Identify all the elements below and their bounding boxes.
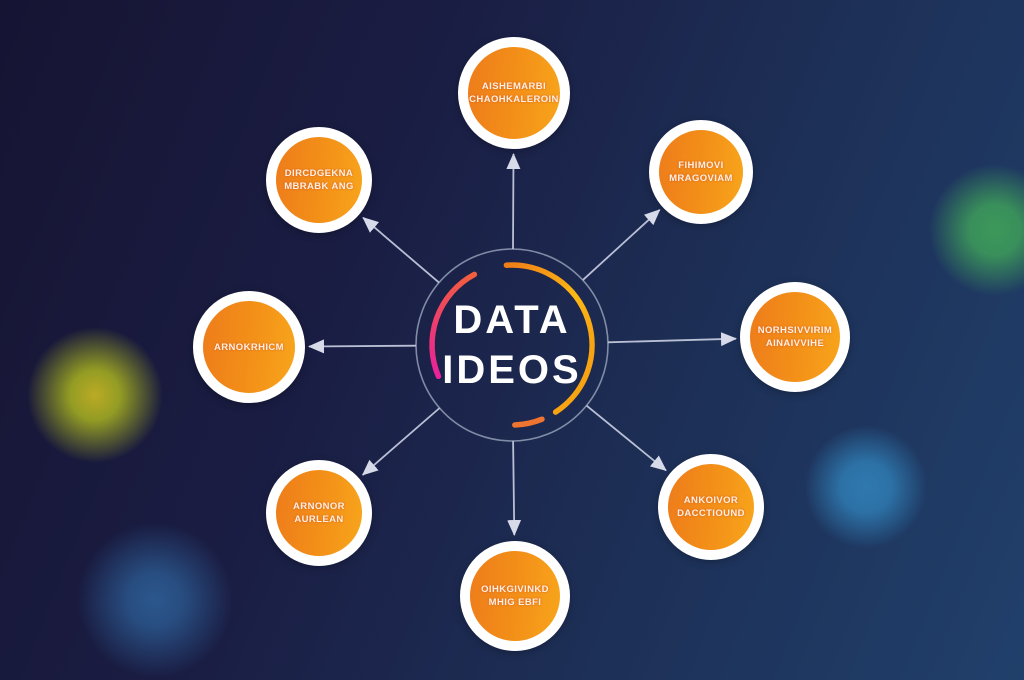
glow-dot-yellow: [15, 315, 175, 475]
glow-dot-navy: [60, 505, 250, 680]
node-bottom-left: ARNONOR AURLEAN: [266, 460, 372, 566]
arrow-to-left: [308, 339, 417, 354]
node-label: FIHIMOVI: [678, 160, 724, 171]
node-label: ARNOKRHICM: [214, 341, 284, 353]
node-top: AISHEMARBI CHAOHKALEROIN: [458, 37, 570, 149]
node-right: NORHSIVVIRIM AINAIVVIHE: [740, 282, 850, 392]
node-bottom-right: ANKOIVOR DACCTIOUND: [658, 454, 764, 560]
node-label: DIRCDGEKNA: [284, 168, 354, 179]
arrow-to-bottom: [507, 440, 522, 536]
node-label: AURLEAN: [294, 514, 344, 525]
node-left: ARNOKRHICM: [193, 291, 305, 403]
arrow-to-bottom-right: [585, 404, 667, 472]
node-label: AINAIVVIHE: [765, 338, 825, 349]
hub-ring-arc-right: [503, 262, 595, 415]
hub-ring-arc-left: [429, 271, 478, 380]
node-label: NORHSIVVIRIM: [757, 325, 833, 336]
center-hub: DATA IDEOS: [417, 250, 607, 440]
node-top-right: FIHIMOVI MRAGOVIAM: [649, 120, 753, 224]
node-label: ANKOIVOR: [683, 495, 739, 506]
arrow-to-top: [506, 153, 521, 250]
node-label: MBRABK ANG: [284, 181, 354, 192]
node-bottom: OIHKGIVINKD MHIG EBFI: [460, 541, 570, 651]
hub-outline-circle: [415, 248, 609, 442]
node-label: ARNONOR: [293, 501, 345, 512]
glow-dot-blue: [796, 417, 936, 557]
hub-ring-arc-bottom: [512, 416, 545, 428]
node-label: MHIG EBFI: [488, 597, 542, 608]
arrow-group: [308, 153, 737, 536]
node-label: DACCTIOUND: [677, 508, 745, 519]
diagram-title-line1: DATA: [453, 298, 571, 342]
node-label: OIHKGIVINKD: [481, 584, 549, 595]
node-label: CHAOHKALEROIN: [469, 94, 559, 105]
arrow-to-bottom-left: [361, 407, 441, 476]
node-label: AISHEMARBI: [481, 81, 547, 92]
node-label: MRAGOVIAM: [669, 173, 733, 184]
arrow-to-right: [607, 332, 737, 347]
arrow-to-top-right: [582, 209, 661, 281]
diagram-title-line2: IDEOS: [442, 348, 582, 392]
node-top-left: DIRCDGEKNA MBRABK ANG: [266, 127, 372, 233]
arrow-to-top-left: [362, 217, 440, 284]
